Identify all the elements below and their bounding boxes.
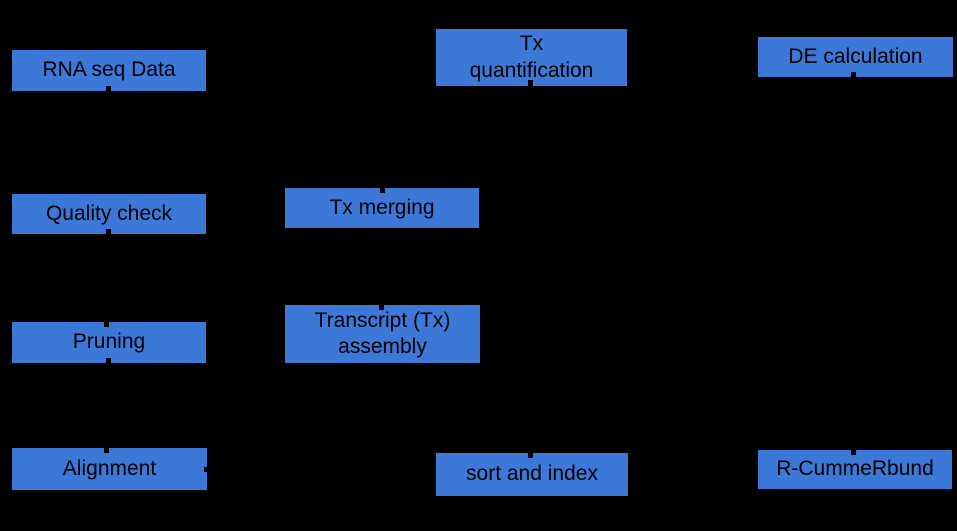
- node-label-transcript-assembly: Transcript (Tx) assembly: [314, 308, 451, 358]
- arrow-stub-decalc-bottom: [851, 72, 856, 79]
- node-rna-seq-data: RNA seq Data: [12, 50, 206, 91]
- node-label-quality-check: Quality check: [45, 201, 173, 225]
- node-label-rna-seq-data: RNA seq Data: [42, 58, 176, 82]
- node-label-alignment: Alignment: [62, 456, 157, 480]
- node-r-cummerbund: R-CummeRbund: [758, 450, 952, 489]
- node-label-de-calculation: DE calculation: [788, 44, 923, 68]
- node-label-sort-and-index: sort and index: [466, 462, 598, 486]
- arrow-stub-cummerbund-top: [851, 448, 856, 455]
- arrow-stub-assembly-top: [379, 303, 384, 310]
- node-tx-merging: Tx merging: [285, 188, 479, 228]
- arrow-stub-rna-bottom: [106, 86, 111, 93]
- arrow-stub-alignment-top: [104, 446, 109, 453]
- node-sort-and-index: sort and index: [436, 453, 628, 496]
- node-alignment: Alignment: [12, 448, 207, 490]
- arrow-stub-quant-bottom: [528, 80, 533, 87]
- arrow-stub-alignment-right: [204, 467, 211, 472]
- arrow-stub-sortindex-top: [528, 451, 533, 458]
- arrow-stub-quality-bottom: [106, 229, 111, 236]
- arrow-stub-pruning-top: [104, 320, 109, 327]
- arrow-stub-merging-top: [380, 186, 385, 193]
- node-label-tx-quantification: Tx quantification: [469, 32, 594, 82]
- node-label-pruning: Pruning: [72, 330, 146, 354]
- node-quality-check: Quality check: [12, 194, 206, 234]
- node-de-calculation: DE calculation: [758, 37, 953, 77]
- node-tx-quantification: Tx quantification: [436, 29, 627, 86]
- node-label-tx-merging: Tx merging: [329, 195, 435, 219]
- node-transcript-assembly: Transcript (Tx) assembly: [285, 305, 480, 363]
- arrow-stub-decalc-left: [750, 53, 757, 58]
- node-pruning: Pruning: [12, 322, 206, 363]
- arrow-stub-sortindex-left: [428, 469, 435, 474]
- arrow-stub-pruning-bottom: [106, 358, 111, 365]
- node-label-r-cummerbund: R-CummeRbund: [776, 457, 934, 481]
